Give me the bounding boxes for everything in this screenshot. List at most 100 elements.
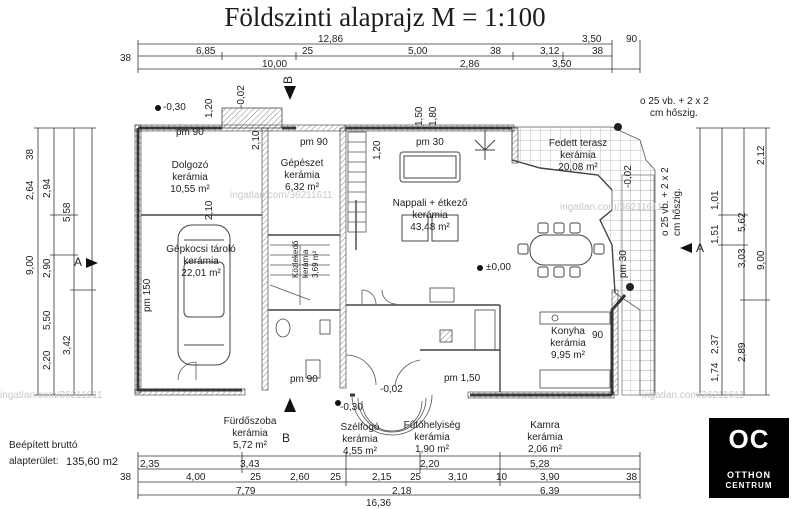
- dim-bottom: 10: [496, 472, 508, 483]
- dim-bottom: 25: [250, 472, 262, 483]
- dim-left: 2,94: [42, 178, 53, 198]
- svg-text:Kamra: Kamra: [530, 420, 560, 431]
- dim-left: 38: [25, 148, 36, 160]
- chimney-note: cm hőszig.: [672, 188, 683, 236]
- room-kamra: Kamra kerámia 2,06 m²: [527, 420, 563, 455]
- dim-top: 3,50: [582, 34, 602, 45]
- door-swings: [177, 289, 421, 386]
- opening-label: pm 1,50: [444, 373, 481, 384]
- section-label: B: [281, 76, 295, 84]
- level-mark: -0,02: [623, 165, 634, 188]
- section-marker-b-bottom: [284, 398, 296, 412]
- svg-text:22,01 m²: 22,01 m²: [181, 268, 221, 279]
- dim-right: 1,01: [710, 190, 721, 210]
- section-label: A: [696, 241, 704, 255]
- dim-bottom: 25: [330, 472, 342, 483]
- dim-top: 2,86: [460, 59, 480, 70]
- svg-text:Gépkocsi tároló: Gépkocsi tároló: [166, 244, 236, 255]
- dim-top: 6,85: [196, 46, 216, 57]
- opening-label: pm 150: [142, 278, 153, 312]
- level-mark: -0,30: [163, 102, 186, 113]
- room-futohelyiseg: Fűtőhelyiség kerámia 1,90 m²: [404, 420, 461, 455]
- chimney-note: o 25 vb. + 2 x 2: [640, 96, 709, 107]
- logo-line-2: CENTRUM: [725, 481, 773, 490]
- opening-label: 2,10: [204, 200, 215, 220]
- svg-text:kerámia: kerámia: [301, 249, 310, 278]
- dim-top: 38: [592, 46, 604, 57]
- dim-right: 2,89: [737, 342, 748, 362]
- chimney-block: [439, 329, 453, 343]
- opening-label: 1,20: [372, 140, 383, 160]
- watermark: ingatlan.com/36211611: [642, 390, 745, 401]
- section-label: B: [282, 431, 290, 445]
- dim-top: 3,50: [552, 59, 572, 70]
- dim-left: 2,64: [25, 180, 36, 200]
- built-area-value: 135,60 m2: [66, 456, 118, 468]
- room-gepeszet: Gépészet kerámia 6,32 m²: [281, 158, 324, 193]
- room-nappali: Nappali + étkező kerámia 43,48 m²: [393, 198, 468, 233]
- opening-label: pm 30: [416, 137, 444, 148]
- chimney-note: o 25 vb. + 2 x 2: [660, 167, 671, 236]
- svg-text:kerámia: kerámia: [550, 338, 586, 349]
- wall-segment: [511, 127, 519, 164]
- built-area-label-1: Beépített bruttó: [9, 440, 78, 451]
- dim-left: 5,50: [42, 310, 53, 330]
- watermark: ingatlan.com/36211611: [230, 190, 333, 201]
- staircase: [269, 244, 330, 305]
- level-mark: -0,02: [236, 85, 247, 108]
- dim-bottom: 5,28: [530, 459, 550, 470]
- section-marker-a-right: [680, 243, 692, 253]
- level-marker: [477, 265, 483, 271]
- bathroom-fixtures: [275, 318, 331, 379]
- dim-bottom: 38: [120, 472, 132, 483]
- dim-bottom: 2,60: [290, 472, 310, 483]
- dim-bottom: 2,20: [420, 459, 440, 470]
- svg-text:20,08 m²: 20,08 m²: [558, 162, 598, 173]
- dim-bottom: 3,10: [448, 472, 468, 483]
- svg-text:kerámia: kerámia: [232, 428, 268, 439]
- dim-right: 9,00: [756, 250, 767, 270]
- opening-label: pm 90: [290, 374, 318, 385]
- svg-text:Fűtőhelyiség: Fűtőhelyiség: [404, 420, 461, 431]
- dim-bottom: 3,43: [240, 459, 260, 470]
- svg-text:Fürdőszoba: Fürdőszoba: [224, 416, 277, 427]
- room-dolgozo: Dolgozó kerámia 10,55 m²: [170, 160, 210, 195]
- svg-text:4,55 m²: 4,55 m²: [343, 446, 378, 457]
- logo-mark: OC: [728, 424, 770, 454]
- svg-text:Fedett terasz: Fedett terasz: [549, 138, 607, 149]
- level-marker: [155, 105, 161, 111]
- svg-text:Közlekedő: Közlekedő: [291, 240, 300, 278]
- entrance-steps: [351, 394, 433, 436]
- opening-label: 2,10: [251, 130, 262, 150]
- dim-bottom: 38: [626, 472, 638, 483]
- kitchen-counters: [429, 287, 611, 389]
- otthon-centrum-logo: OC OTTHON CENTRUM: [709, 418, 789, 498]
- svg-text:2,06 m²: 2,06 m²: [528, 444, 563, 455]
- vertical-stairs: [347, 131, 367, 233]
- dim-bottom: 3,90: [540, 472, 560, 483]
- svg-text:Konyha: Konyha: [551, 326, 585, 337]
- svg-text:Gépészet: Gépészet: [281, 158, 324, 169]
- opening-label: pm 90: [300, 137, 328, 148]
- room-furdoszoba: Fürdőszoba kerámia 5,72 m²: [224, 416, 277, 451]
- svg-text:kerámia: kerámia: [342, 434, 378, 445]
- built-area-label-2: alapterület:: [9, 456, 59, 467]
- dim-bottom: 2,15: [372, 472, 392, 483]
- dim-left: 5,58: [62, 202, 73, 222]
- dim-bottom: 25: [410, 472, 422, 483]
- level-marker: [335, 400, 341, 406]
- svg-text:kerámia: kerámia: [172, 172, 208, 183]
- dim-top: 25: [302, 46, 314, 57]
- svg-text:9,95 m²: 9,95 m²: [551, 350, 586, 361]
- svg-text:kerámia: kerámia: [412, 210, 448, 221]
- svg-text:5,72 m²: 5,72 m²: [233, 440, 268, 451]
- dim-bottom: 7,79: [236, 486, 256, 497]
- dim-right: 1,74: [710, 362, 721, 382]
- level-mark: -0,30: [340, 402, 363, 413]
- svg-text:3,69 m²: 3,69 m²: [311, 251, 320, 278]
- dim-left: 2,20: [42, 350, 53, 370]
- svg-text:Nappali + étkező: Nappali + étkező: [393, 198, 468, 209]
